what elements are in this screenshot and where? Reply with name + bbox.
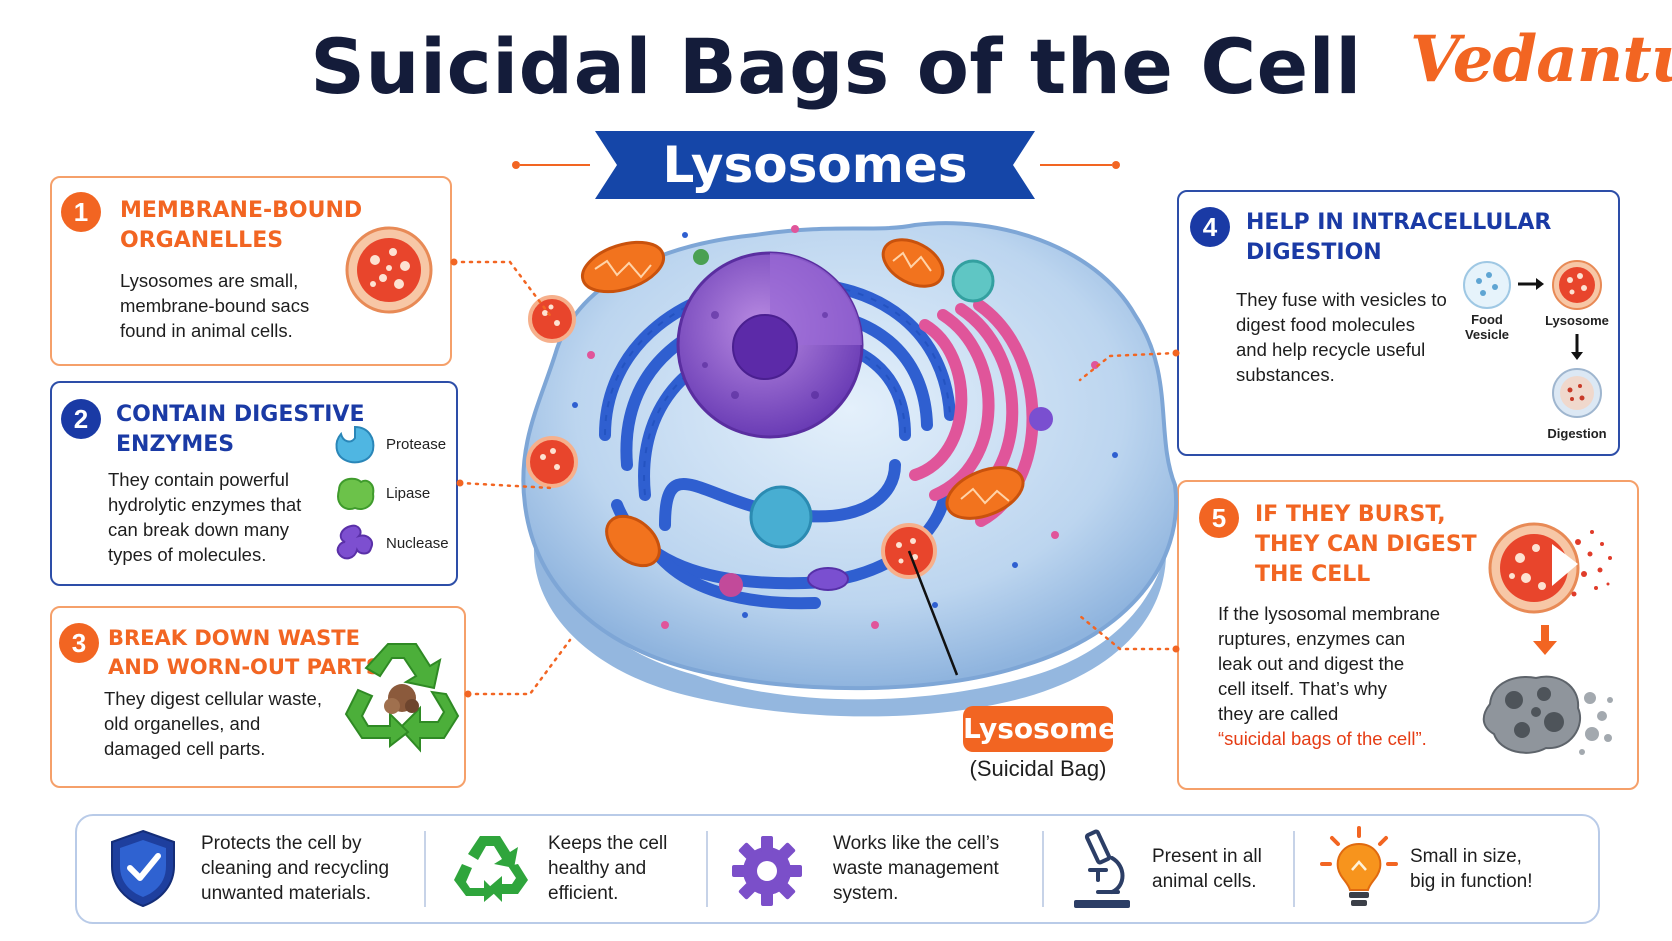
banner-deco-dot-right xyxy=(1112,161,1120,169)
card-intracellular-digestion xyxy=(1177,190,1620,456)
card-3-body: They digest cellular waste, old organell… xyxy=(104,688,322,759)
card-5-number: 5 xyxy=(1199,498,1239,538)
card-2-heading: CONTAIN DIGESTIVE ENZYMES xyxy=(116,402,365,457)
subtitle-text: Lysosomes xyxy=(662,136,968,194)
vacuoles xyxy=(693,249,1053,597)
lysosome-flow-label: Lysosome xyxy=(1545,313,1609,328)
arrow-down-icon xyxy=(1571,334,1583,360)
features-bar xyxy=(75,814,1600,924)
lysosome-small-icon xyxy=(1552,260,1602,310)
feature-divider-3 xyxy=(1042,831,1044,907)
microscope-icon xyxy=(1074,829,1130,908)
lysosomes xyxy=(526,295,937,579)
arrow-right-icon xyxy=(1518,278,1544,290)
banner-ribbon xyxy=(595,131,1035,199)
enzyme-nuclease-label: Nuclease xyxy=(386,535,449,552)
card-2-body: They contain powerful hydrolytic enzymes… xyxy=(108,469,302,565)
lightbulb-icon xyxy=(1320,826,1398,906)
enzyme-protease-label: Protease xyxy=(386,436,447,453)
feature-1-text: Protects the cell by cleaning and recycl… xyxy=(201,833,390,904)
suicidal-bags-highlight: “suicidal bags of the cell”. xyxy=(1218,728,1427,749)
animal-cell-illustration xyxy=(521,221,1179,717)
feature-2-text: Keeps the cell healthy and efficient. xyxy=(548,833,668,904)
recycle-waste-icon xyxy=(344,643,460,753)
protease-icon xyxy=(335,425,375,464)
card-5-body: If the lysosomal membrane ruptures, enzy… xyxy=(1218,603,1441,749)
feature-divider-1 xyxy=(424,831,426,907)
banner-deco-left xyxy=(520,164,590,166)
banner-deco-right xyxy=(1040,164,1112,166)
subtitle-banner: Lysosomes xyxy=(595,131,1035,199)
nucleolus xyxy=(732,314,798,380)
page-title: Suicidal Bags of the Cell xyxy=(310,22,1362,111)
card-3-heading: BREAK DOWN WASTE AND WORN-OUT PARTS xyxy=(108,626,381,679)
feature-divider-2 xyxy=(706,831,708,907)
recycle-icon xyxy=(454,836,528,902)
digestion-icon xyxy=(1552,368,1602,418)
lipase-icon xyxy=(337,477,375,510)
lysosome-callout-sublabel: (Suicidal Bag) xyxy=(969,756,1107,781)
feature-4-text: Present in all animal cells. xyxy=(1152,846,1262,892)
orange-down-arrow-icon xyxy=(1533,625,1557,655)
banner-deco-dot-left xyxy=(512,161,520,169)
feature-divider-4 xyxy=(1293,831,1295,907)
card-4-number: 4 xyxy=(1190,207,1230,247)
card-1-number: 1 xyxy=(61,192,101,232)
card-5-heading: IF THEY BURST, THEY CAN DIGEST THE CELL xyxy=(1255,502,1477,587)
card-4-body: They fuse with vesicles to digest food m… xyxy=(1236,289,1447,385)
digestion-flow-label: Digestion xyxy=(1547,426,1607,441)
shield-check-icon xyxy=(111,829,175,908)
vedantu-logo[interactable]: Vedantu xyxy=(1410,22,1672,97)
gear-icon xyxy=(732,836,802,906)
card-1-heading: MEMBRANE-BOUND ORGANELLES xyxy=(120,198,363,253)
feature-5-text: Small in size, big in function! xyxy=(1410,846,1533,892)
card-3-number: 3 xyxy=(59,623,99,663)
card-digestive-enzymes xyxy=(50,381,458,586)
card-2-number: 2 xyxy=(61,399,101,439)
food-vesicle-icon xyxy=(1463,261,1511,309)
lysosome-icon xyxy=(345,226,433,314)
card-4-heading: HELP IN INTRACELLULAR DIGESTION xyxy=(1246,210,1552,265)
lysosome-callout-label: Lysosome xyxy=(963,706,1117,752)
feature-3-text: Works like the cell’s waste management s… xyxy=(833,833,1000,904)
burst-lysosome-icon xyxy=(1488,522,1612,614)
digested-cell-icon xyxy=(1482,675,1613,755)
nuclease-icon xyxy=(336,524,373,560)
enzyme-lipase-label: Lipase xyxy=(386,485,431,502)
food-vesicle-label: Food Vesicle xyxy=(1464,312,1510,342)
mitochondria xyxy=(580,238,1025,568)
card-1-body: Lysosomes are small, membrane-bound sacs… xyxy=(120,270,310,341)
lysosome-pointer xyxy=(907,550,959,676)
